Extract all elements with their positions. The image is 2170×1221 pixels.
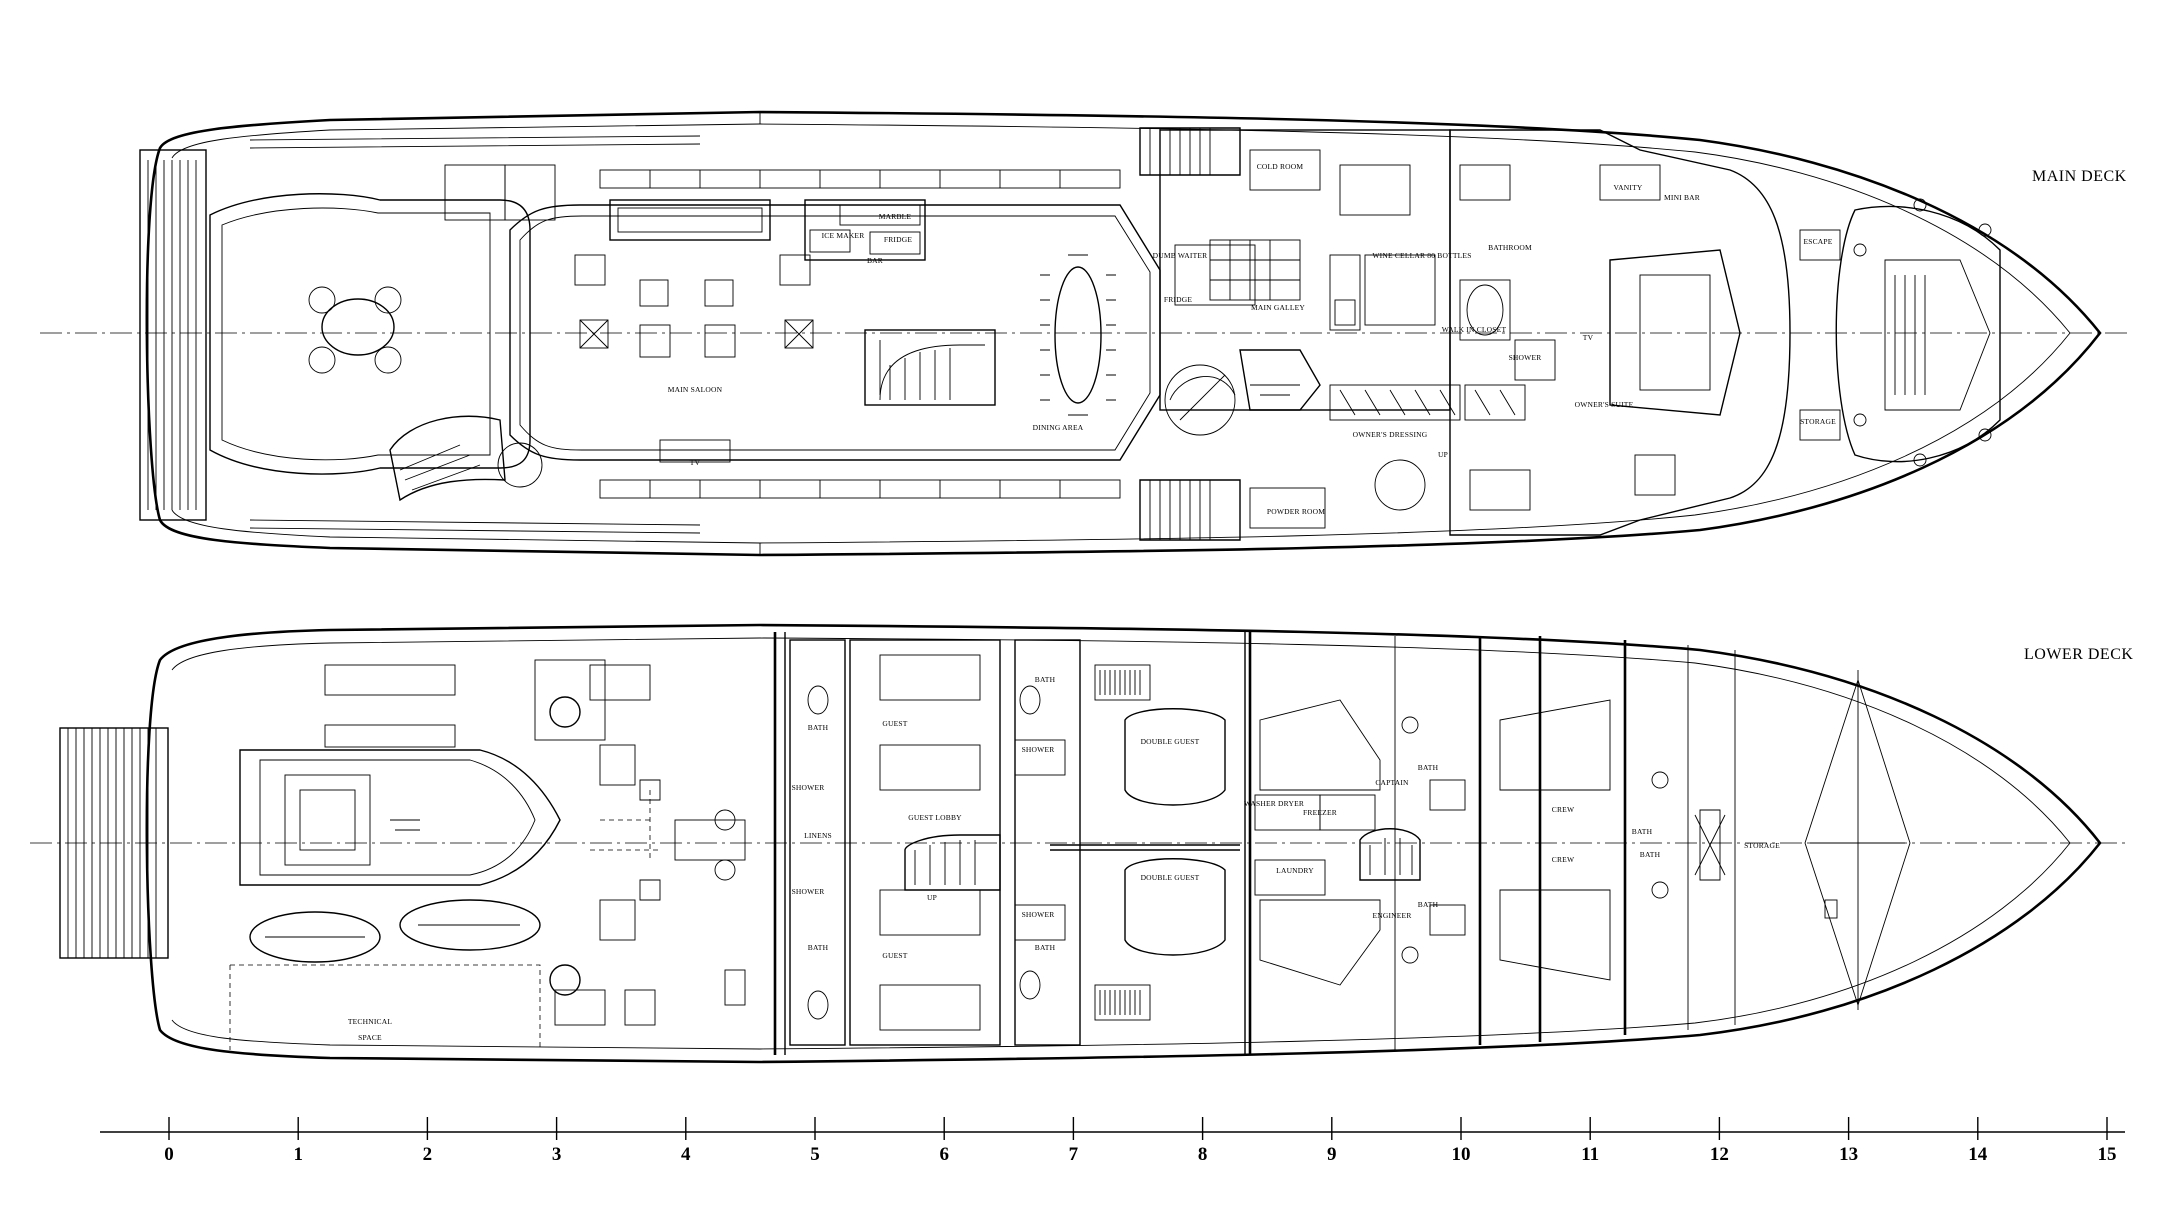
scale-tick-label-12: 12 [1710,1144,1729,1165]
room-label-bath-crew-2: BATH [1640,850,1661,859]
guest-cabins-plan [789,639,1226,1046]
scale-tick-label-4: 4 [681,1144,691,1165]
room-label-shower-g4: SHOWER [1022,910,1055,919]
room-label-main-saloon: MAIN SALOON [668,385,723,394]
room-label-up-lower: UP [927,893,937,902]
room-label-storage-lower: STORAGE [1744,841,1780,850]
main-deck-plan: MAIN DECK [40,110,2130,557]
scale-tick-label-11: 11 [1581,1144,1599,1165]
main-bow-deck [1799,198,2001,467]
room-label-washer-dryer: WASHER DRYER [1244,799,1304,808]
scale-tick-label-13: 13 [1839,1144,1858,1165]
room-label-bath-crew-1: BATH [1632,827,1653,836]
room-label-fridge-bar: FRIDGE [884,235,913,244]
room-label-double-guest-1: DOUBLE GUEST [1141,737,1200,746]
scale-tick-label-3: 3 [552,1144,562,1165]
lower-deck-hull [145,623,2102,1064]
room-label-shower-g2: SHOWER [792,887,825,896]
scale-tick-label-9: 9 [1327,1144,1337,1165]
room-label-crew-2: CREW [1552,855,1575,864]
room-label-technical-space-2: SPACE [358,1033,382,1042]
room-label-tv-owner: TV [1583,333,1594,342]
room-label-vanity: VANITY [1614,183,1643,192]
room-label-captain: CAPTAIN [1375,778,1409,787]
saloon-windows [599,169,1121,499]
room-label-laundry: LAUNDRY [1276,866,1314,875]
scale-tick-label-15: 15 [2098,1144,2117,1165]
room-label-storage-main: STORAGE [1800,417,1836,426]
room-label-owners-suite: OWNER'S SUITE [1575,400,1634,409]
room-label-shower-g3: SHOWER [1022,745,1055,754]
room-label-bath-g1: BATH [808,723,829,732]
crew-area-plan [1254,699,1726,986]
room-label-bar: BAR [867,256,883,265]
room-label-linens: LINENS [804,831,832,840]
room-label-freezer: FREEZER [1303,808,1337,817]
room-label-shower-g1: SHOWER [792,783,825,792]
room-label-walk-in-closet: WALK IN CLOSET [1442,325,1507,334]
scale-tick-label-1: 1 [293,1144,303,1165]
dining-table [1054,266,1102,404]
scale-tick-label-6: 6 [939,1144,949,1165]
lower-deck-title: LOWER DECK [2024,646,2133,663]
room-label-mini-bar: MINI BAR [1664,193,1700,202]
room-label-shower-main: SHOWER [1509,353,1542,362]
room-label-marble: MARBLE [879,212,912,221]
room-label-main-galley: MAIN GALLEY [1251,303,1305,312]
room-label-double-guest-2: DOUBLE GUEST [1141,873,1200,882]
room-label-fridge-galley: FRIDGE [1164,295,1193,304]
scale-tick-label-10: 10 [1452,1144,1471,1165]
room-label-wine-cellar: WINE CELLAR 80 BOTTLES [1372,251,1471,260]
room-label-cold-room: COLD ROOM [1257,162,1304,171]
lower-deck-plan: LOWER DECK [30,623,2133,1064]
room-label-technical-space: TECHNICAL [348,1017,393,1026]
room-label-tv-saloon: TV [690,458,701,467]
scale-tick-label-14: 14 [1968,1144,1988,1165]
main-aft-deck-teak [139,149,207,521]
main-deck-title: MAIN DECK [2032,168,2127,185]
lower-deck-room-labels: TECHNICAL SPACE BATH GUEST SHOWER LINENS SHOWE… [348,675,1780,1042]
room-label-dining-area: DINING AREA [1033,423,1084,432]
room-label-bath-g2: BATH [808,943,829,952]
scale-tick-label-0: 0 [164,1144,174,1165]
scale-tick-label-2: 2 [423,1144,433,1165]
main-galley-plan [1159,129,1451,529]
room-label-escape: ESCAPE [1803,237,1832,246]
main-deck-hull [145,110,2102,557]
room-label-guest-2: GUEST [882,951,907,960]
room-label-dumb-waiter: DUMB WAITER [1153,251,1208,260]
scale-tick-label-5: 5 [810,1144,820,1165]
main-deck-room-labels: MAIN SALOON TV MARBLE ICE MAKER FRIDGE BAR DIN… [668,162,1836,516]
room-label-crew-1: CREW [1552,805,1575,814]
room-label-bath-g3: BATH [1035,675,1056,684]
main-saloon-walls [509,204,1161,461]
forepeak-storage [1804,679,1911,1006]
room-label-bath-captain: BATH [1418,763,1439,772]
technical-space-plan [229,659,746,1050]
room-label-bath-g4: BATH [1035,943,1056,952]
room-label-guest-lobby: GUEST LOBBY [908,813,962,822]
room-label-bathroom: BATHROOM [1488,243,1532,252]
room-label-guest-1: GUEST [882,719,907,728]
room-label-owners-dressing: OWNER'S DRESSING [1353,430,1428,439]
owners-suite-plan [1329,129,1791,536]
scale-tick-label-8: 8 [1198,1144,1208,1165]
room-label-up-main: UP [1438,450,1448,459]
room-label-bath-engineer: BATH [1418,900,1439,909]
room-label-engineer: ENGINEER [1372,911,1411,920]
room-label-ice-maker: ICE MAKER [822,231,865,240]
room-label-powder-room: POWDER ROOM [1267,507,1325,516]
lower-garage [239,749,561,963]
scale-tick-label-7: 7 [1069,1144,1079,1165]
